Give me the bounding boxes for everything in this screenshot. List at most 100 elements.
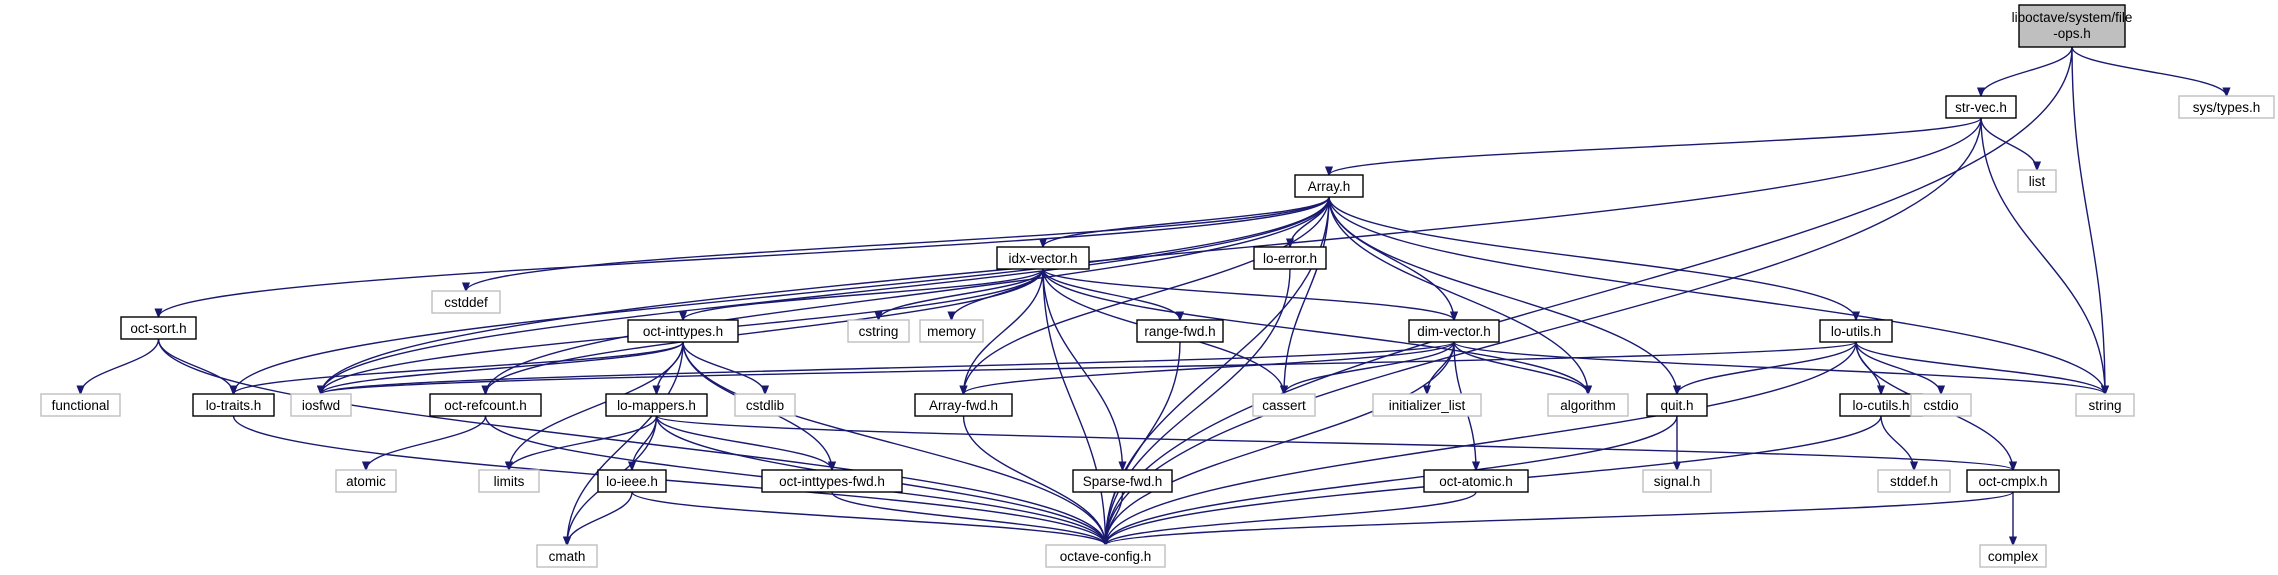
node-box-sparsefwd — [1072, 469, 1173, 493]
node-box-lotraits — [192, 393, 275, 417]
node-signal: signal.h — [1642, 469, 1712, 493]
node-box-octinttypes — [627, 319, 739, 343]
node-label-locutils: lo-cutils.h — [1852, 398, 1909, 413]
node-box-root — [2018, 4, 2126, 48]
edge-idxvector-to-octrefcount — [486, 268, 1044, 394]
node-label-iosfwd: iosfwd — [302, 398, 340, 413]
edge-loutils-to-octaveconfig — [1106, 341, 1857, 545]
edge-octrefcount-to-atomic — [366, 415, 487, 470]
node-box-octrefcount — [429, 393, 542, 417]
node-label-cstdio: cstdio — [1923, 398, 1958, 413]
node-quit[interactable]: quit.h — [1646, 393, 1708, 417]
node-box-signal — [1642, 469, 1712, 493]
node-label-stddef: stddef.h — [1890, 474, 1938, 489]
edge-idxvector-to-rangefwd — [1042, 268, 1180, 320]
edge-lomappers-to-limits — [509, 415, 658, 470]
node-lotraits[interactable]: lo-traits.h — [192, 393, 275, 417]
node-strvec[interactable]: str-vec.h — [1945, 95, 2017, 119]
edge-loerror-to-octaveconfig — [1106, 268, 1291, 545]
edge-arrayfwd-to-octaveconfig — [962, 415, 1106, 545]
edge-idxvector-to-algorithm — [1042, 268, 1588, 394]
node-octinttypesfwd[interactable]: oct-inttypes-fwd.h — [761, 469, 903, 493]
node-box-systypes — [2178, 95, 2275, 119]
edge-dimvector-to-algorithm — [1453, 341, 1588, 394]
edge-octcmplx-to-octaveconfig — [1106, 491, 2014, 546]
node-locutils[interactable]: lo-cutils.h — [1839, 393, 1923, 417]
edge-loieee-to-cmath — [567, 491, 633, 545]
node-label-loutils: lo-utils.h — [1831, 324, 1881, 339]
edge-octsort-to-functional — [81, 338, 160, 394]
node-octaveconfig: octave-config.h — [1045, 544, 1166, 568]
node-rangefwd[interactable]: range-fwd.h — [1136, 319, 1224, 343]
node-octinttypes[interactable]: oct-inttypes.h — [627, 319, 739, 343]
node-box-rangefwd — [1136, 319, 1224, 343]
node-loutils[interactable]: lo-utils.h — [1819, 319, 1893, 343]
node-label-cmath: cmath — [549, 549, 586, 564]
node-cmath: cmath — [536, 544, 598, 568]
node-box-dimvector — [1408, 319, 1500, 343]
node-label-cstddef: cstddef — [444, 295, 488, 310]
node-box-array — [1294, 174, 1364, 198]
node-array[interactable]: Array.h — [1294, 174, 1364, 198]
edge-idxvector-to-cstring — [879, 268, 1044, 320]
node-box-octaveconfig — [1045, 544, 1166, 568]
node-box-loutils — [1819, 319, 1893, 343]
node-label-quit: quit.h — [1660, 398, 1693, 413]
node-cstdio: cstdio — [1910, 393, 1972, 417]
edge-layer — [81, 46, 2227, 546]
node-loerror[interactable]: lo-error.h — [1253, 246, 1327, 270]
edge-strvec-to-array — [1329, 117, 1982, 176]
edge-loieee-to-octaveconfig — [631, 491, 1106, 546]
node-root[interactable]: liboctave/system/file-ops.h — [2012, 4, 2133, 48]
node-loieee[interactable]: lo-ieee.h — [597, 469, 667, 493]
node-label-initializer_list: initializer_list — [1389, 398, 1466, 413]
edge-lomappers-to-octcmplx — [655, 415, 2014, 470]
node-dimvector[interactable]: dim-vector.h — [1408, 319, 1500, 343]
node-label-loieee: lo-ieee.h — [606, 474, 658, 489]
node-box-cstring — [847, 319, 910, 343]
node-algorithm: algorithm — [1547, 393, 1629, 417]
edge-array-to-algorithm — [1328, 196, 1588, 394]
edge-loutils-to-cstdio — [1855, 341, 1941, 394]
edge-idxvector-to-arrayfwd — [964, 268, 1044, 394]
edge-octsort-to-octaveconfig — [157, 338, 1106, 545]
node-label-octrefcount: oct-refcount.h — [444, 398, 527, 413]
edge-root-to-systypes — [2071, 46, 2227, 96]
node-octsort[interactable]: oct-sort.h — [120, 316, 197, 340]
edge-dimvector-to-octaveconfig — [1106, 341, 1455, 545]
node-label-list: list — [2029, 174, 2046, 189]
node-sparsefwd[interactable]: Sparse-fwd.h — [1072, 469, 1173, 493]
edge-loutils-to-quit — [1677, 341, 1857, 394]
node-box-strvec — [1945, 95, 2017, 119]
node-label-octsort: oct-sort.h — [130, 321, 186, 336]
node-box-octcmplx — [1966, 469, 2060, 493]
edge-array-to-loutils — [1328, 196, 1856, 320]
node-box-memory — [919, 319, 984, 343]
node-label-signal: signal.h — [1654, 474, 1701, 489]
edge-octinttypes-to-octaveconfig — [682, 341, 1106, 545]
node-box-limits — [478, 469, 540, 493]
node-box-complex — [1979, 544, 2047, 568]
node-lomappers[interactable]: lo-mappers.h — [605, 393, 708, 417]
node-label-rangefwd: range-fwd.h — [1144, 324, 1215, 339]
node-box-idxvector — [996, 246, 1090, 270]
node-label-idxvector: idx-vector.h — [1008, 251, 1077, 266]
node-arrayfwd[interactable]: Array-fwd.h — [914, 393, 1013, 417]
edge-locutils-to-stddef — [1880, 415, 1914, 470]
edge-dimvector-to-iosfwd — [321, 341, 1455, 394]
node-octrefcount[interactable]: oct-refcount.h — [429, 393, 542, 417]
node-label-functional: functional — [52, 398, 110, 413]
node-string: string — [2075, 393, 2135, 417]
edge-strvec-to-octaveconfig — [1106, 117, 1982, 545]
edge-idxvector-to-octinttypes — [683, 268, 1044, 320]
edge-dimvector-to-string — [1453, 341, 2105, 395]
node-octatomic[interactable]: oct-atomic.h — [1423, 469, 1529, 493]
edge-array-to-octrefcount — [486, 196, 1330, 394]
node-label-cstdlib: cstdlib — [746, 398, 784, 413]
node-label-loerror: lo-error.h — [1263, 251, 1317, 266]
node-octcmplx[interactable]: oct-cmplx.h — [1966, 469, 2060, 493]
node-label-sparsefwd: Sparse-fwd.h — [1083, 474, 1163, 489]
node-idxvector[interactable]: idx-vector.h — [996, 246, 1090, 270]
edge-dimvector-to-cassert — [1284, 341, 1455, 394]
edge-array-to-lotraits — [234, 196, 1330, 394]
